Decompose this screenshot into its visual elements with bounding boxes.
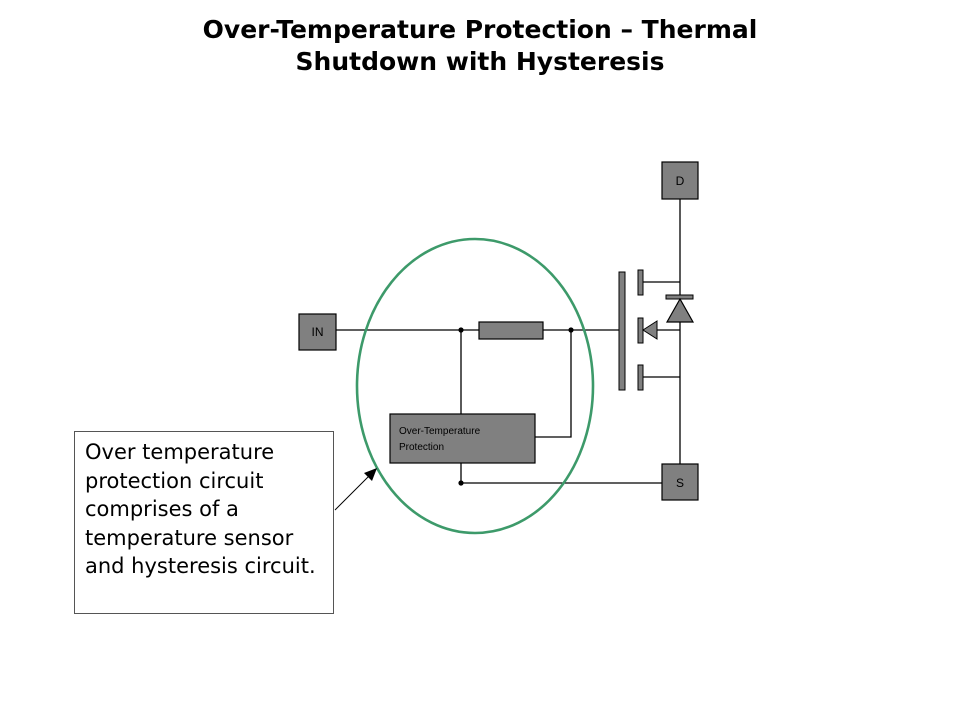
diode-bar: [665, 294, 694, 300]
body-diode: [665, 294, 695, 323]
wire-gate-to-otp: [535, 330, 572, 438]
junctions: [458, 327, 574, 486]
pin-source-label: S: [676, 476, 684, 490]
pin-drain-box: [661, 161, 699, 200]
pin-source: S: [661, 463, 699, 501]
pin-drain-label: D: [676, 174, 685, 188]
callout-text: Over temperature protection circuit comp…: [85, 440, 316, 579]
title-line-2: Shutdown with Hysteresis: [295, 47, 665, 76]
wires: [336, 199, 681, 484]
callout-arrow-line: [334, 474, 371, 511]
callout-arrow: [334, 468, 377, 511]
otp-label-line-1: Over-Temperature: [399, 426, 481, 437]
junction-dot: [458, 480, 464, 486]
pin-drain: D: [661, 161, 699, 200]
otp-block: Over-Temperature Protection: [389, 413, 536, 464]
callout-box: Over temperature protection circuit comp…: [74, 431, 334, 614]
slide-title: Over-Temperature Protection – Thermal Sh…: [0, 14, 960, 78]
title-line-1: Over-Temperature Protection – Thermal: [202, 15, 758, 44]
mosfet-channel-top: [637, 269, 644, 296]
pin-in-box: [298, 313, 337, 351]
pin-in: IN: [298, 313, 337, 351]
mosfet-body-arrow: [642, 320, 658, 340]
otp-block-box: [389, 413, 536, 464]
highlight-ellipse: [355, 237, 595, 535]
callout-arrowhead: [364, 468, 377, 481]
mosfet-channel-bottom: [637, 364, 644, 391]
pin-in-label: IN: [312, 325, 324, 339]
diode-triangle: [665, 297, 695, 323]
junction-dot: [458, 327, 464, 333]
gate-resistor: [478, 321, 544, 340]
mosfet-gate-plate: [618, 271, 626, 391]
mosfet-channel-middle: [637, 317, 644, 344]
junction-dot: [568, 327, 574, 333]
pin-source-box: [661, 463, 699, 501]
otp-label-line-2: Protection: [399, 442, 444, 453]
